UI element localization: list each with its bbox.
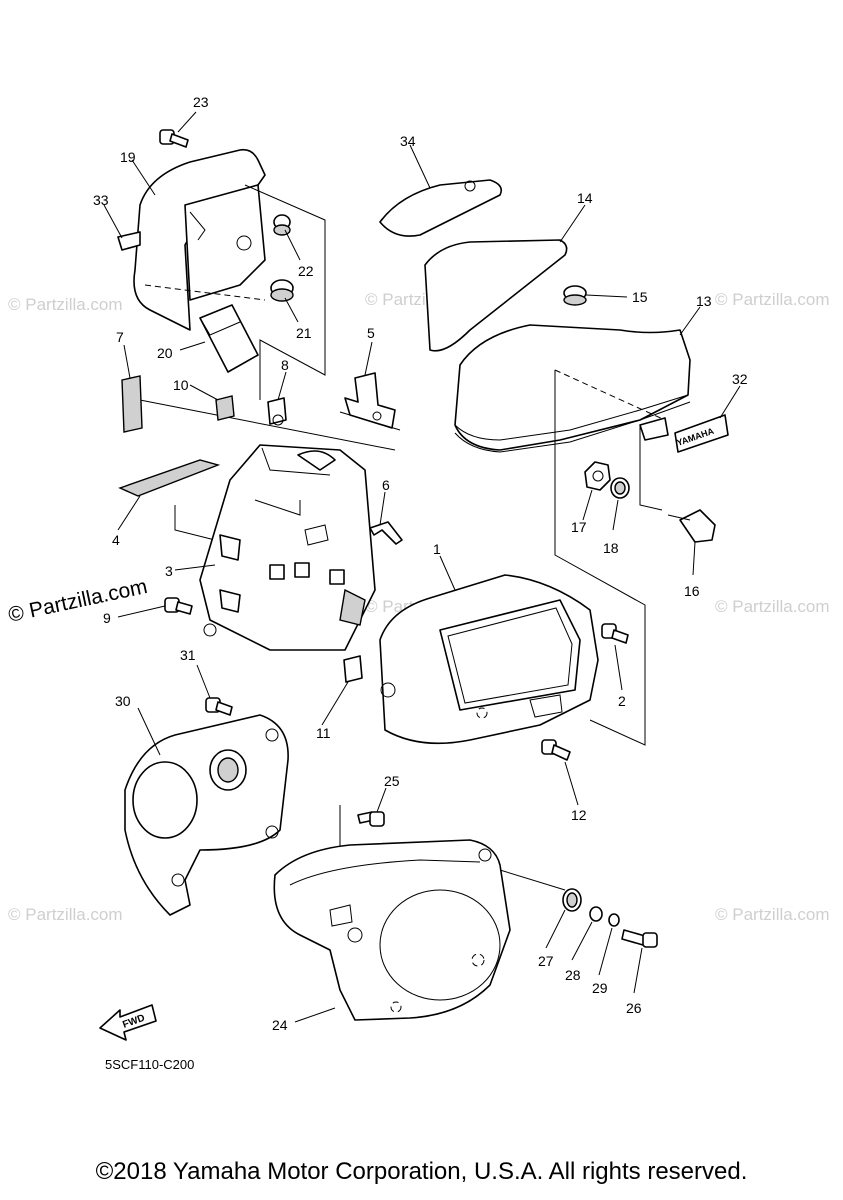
part-17-nut <box>584 461 611 491</box>
callout-9: 9 <box>103 610 111 626</box>
leader-lines <box>103 111 741 1023</box>
guide-line <box>554 370 646 746</box>
callout-24: 24 <box>272 1017 288 1033</box>
callout-6: 6 <box>382 477 390 493</box>
part-18-collar <box>610 477 630 499</box>
callout-17: 17 <box>571 519 587 535</box>
callout-4: 4 <box>112 532 120 548</box>
part-4-plate <box>118 459 221 497</box>
callout-14: 14 <box>577 190 593 206</box>
part-12-bolt <box>541 739 571 761</box>
guide-line <box>639 425 663 511</box>
callout-11: 11 <box>316 725 331 741</box>
part-32-emblem: YAMAHA <box>674 414 729 453</box>
watermark: © Partzilla.com <box>715 905 830 924</box>
callout-21: 21 <box>296 325 312 341</box>
callout-25: 25 <box>384 773 400 789</box>
guide-line <box>174 505 216 541</box>
part-19-cover <box>133 148 266 331</box>
callout-27: 27 <box>538 953 554 969</box>
callout-1: 1 <box>433 541 441 557</box>
callout-30: 30 <box>115 693 131 709</box>
watermark: © Partzilla.com <box>715 290 830 309</box>
part-28-bushing <box>589 906 603 922</box>
callout-16: 16 <box>684 583 700 599</box>
callout-29: 29 <box>592 980 608 996</box>
callout-31: 31 <box>180 647 196 663</box>
part-23-bolt <box>159 129 189 148</box>
callout-20: 20 <box>157 345 173 361</box>
part-11-nut <box>343 655 363 683</box>
callout-3: 3 <box>165 563 173 579</box>
copyright-notice: ©2018 Yamaha Motor Corporation, U.S.A. A… <box>95 1158 748 1185</box>
callout-labels: 23 19 33 22 21 20 7 10 8 5 6 4 3 9 11 34… <box>93 94 748 1033</box>
callout-5: 5 <box>367 325 375 341</box>
part-25-bolt <box>357 811 385 827</box>
callout-7: 7 <box>116 329 124 345</box>
callout-34: 34 <box>400 133 416 149</box>
part-20-damper <box>199 304 259 373</box>
part-8-nut <box>267 397 287 426</box>
guide-line <box>499 869 566 891</box>
callout-12: 12 <box>571 807 587 823</box>
callout-32: 32 <box>732 371 748 387</box>
part-24-crankcase-cover <box>273 839 511 1021</box>
watermark: © Partzilla.com <box>8 295 123 314</box>
part-34-sheet <box>379 179 503 237</box>
part-7-pad <box>121 375 143 433</box>
callout-22: 22 <box>298 263 314 279</box>
guide-line <box>139 399 396 451</box>
callout-26: 26 <box>626 1000 642 1016</box>
part-3-battery-box <box>199 444 376 651</box>
part-33-clip <box>117 231 141 251</box>
part-30-cover <box>124 714 289 916</box>
part-22-grommet <box>273 214 291 236</box>
callout-28: 28 <box>565 967 581 983</box>
diagram-code: 5SCF110-C200 <box>105 1057 194 1072</box>
part-13-side-cover <box>454 324 691 453</box>
callout-10: 10 <box>173 377 189 393</box>
part-27-collar <box>562 888 582 912</box>
part-6-pin <box>369 521 403 545</box>
callout-33: 33 <box>93 192 109 208</box>
part-2-bolt <box>601 623 629 644</box>
part-26-bolt <box>621 929 658 948</box>
part-5-bracket <box>339 372 401 431</box>
callout-18: 18 <box>603 540 619 556</box>
part-16-fastener <box>667 509 716 543</box>
callout-8: 8 <box>281 357 289 373</box>
watermark: © Partzilla.com <box>715 597 830 616</box>
watermark: © Partzilla.com <box>8 905 123 924</box>
watermark-prominent: © Partzilla.com <box>6 575 149 627</box>
callout-15: 15 <box>632 289 648 305</box>
part-15-grommet <box>563 285 587 306</box>
fwd-arrow-icon: FWD <box>99 1004 157 1041</box>
callout-19: 19 <box>120 149 136 165</box>
part-9-bolt <box>164 597 193 615</box>
part-10-damper <box>215 395 235 421</box>
callout-23: 23 <box>193 94 209 110</box>
part-14-panel <box>424 239 568 352</box>
part-21-grommet <box>270 279 294 302</box>
part-1-case <box>379 574 599 745</box>
guide-line <box>244 184 326 400</box>
part-31-bolt <box>205 697 233 716</box>
callout-13: 13 <box>696 293 712 309</box>
callout-2: 2 <box>618 693 626 709</box>
part-29-washer <box>608 913 620 927</box>
